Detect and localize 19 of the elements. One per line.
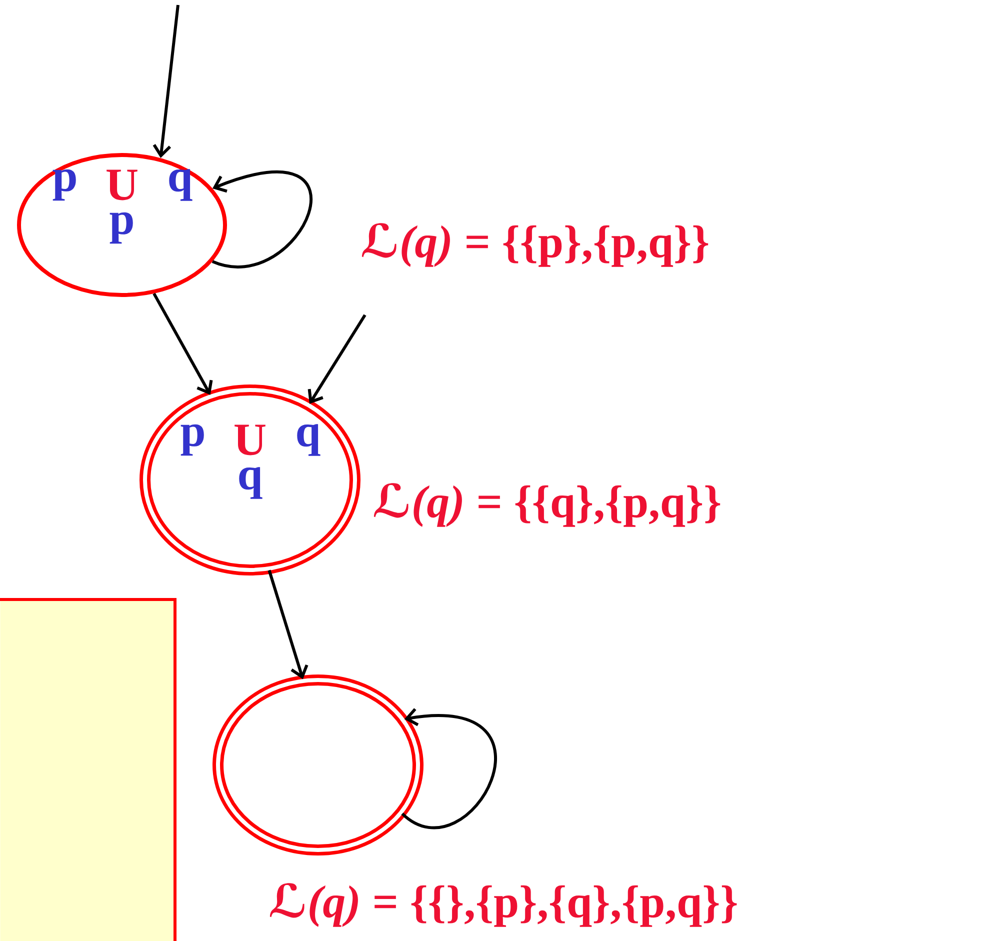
state-label: q: [239, 467, 262, 499]
arrow: [308, 314, 366, 404]
state-label: p: [110, 212, 133, 244]
state-label: U: [106, 170, 138, 200]
note-box: [0, 598, 176, 941]
language-label: ℒ(q) = {{},{p},{q},{p,q}}: [270, 883, 737, 927]
language-label: ℒ(q) = {{q},{p,q}}: [374, 483, 720, 527]
state-label: q: [297, 424, 320, 456]
language-label: ℒ(q) = {{p},{p,q}}: [362, 223, 708, 267]
arrow: [152, 292, 213, 395]
arrow: [152, 4, 180, 158]
arrow: [212, 170, 312, 268]
state-label: q: [169, 169, 192, 201]
arrow: [401, 708, 497, 830]
state-label: U: [234, 424, 266, 456]
state-label: p: [180, 424, 204, 456]
state-ellipse: [212, 674, 424, 856]
arrow: [268, 570, 308, 680]
state-label: p: [52, 169, 76, 201]
